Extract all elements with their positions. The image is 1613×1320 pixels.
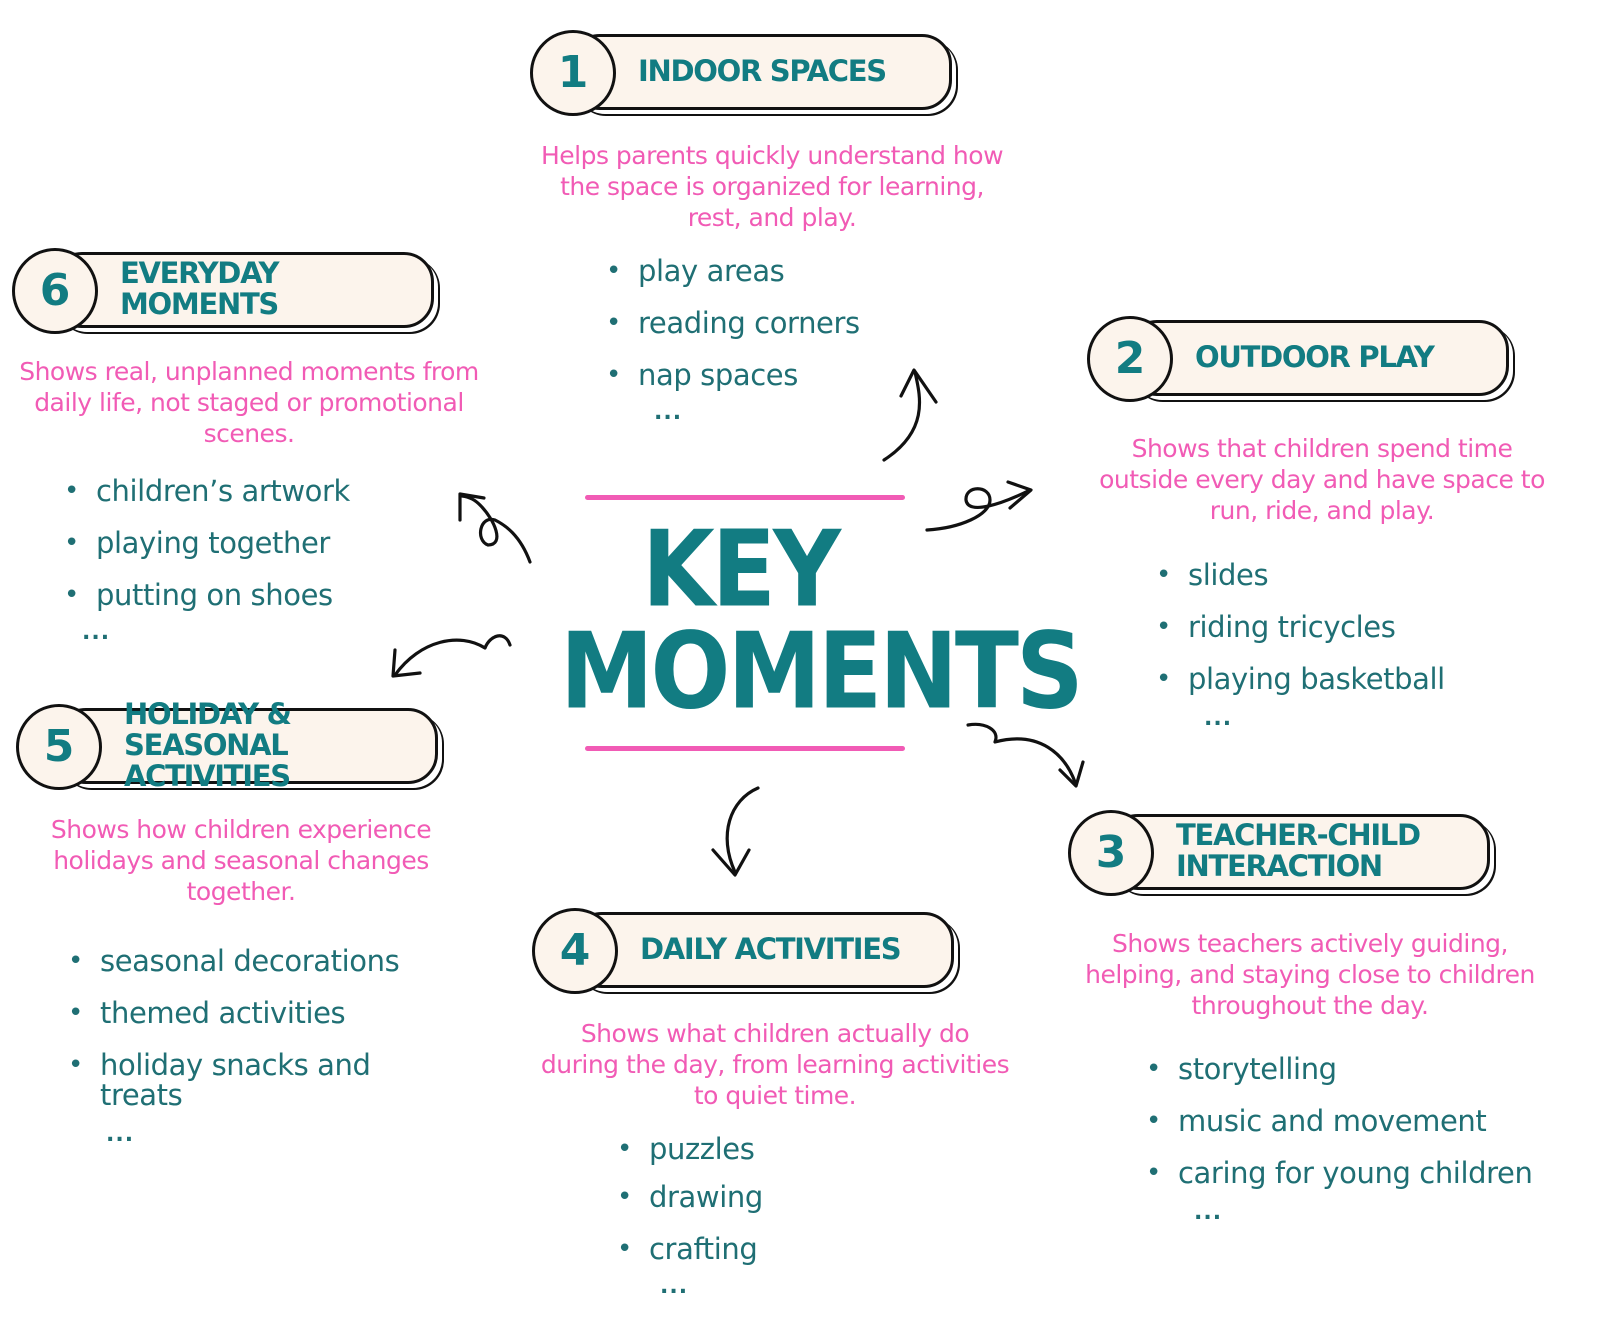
more-indicator: ... xyxy=(82,620,111,645)
list-item: music and movement xyxy=(1144,1106,1604,1136)
list-item: children’s artwork xyxy=(62,476,482,506)
topic-header: 4 DAILY ACTIVITIES xyxy=(532,906,954,994)
list-item: holiday snacks and treats xyxy=(66,1050,420,1110)
more-indicator: ... xyxy=(654,400,683,425)
topic-item-list: play areas reading corners nap spaces xyxy=(604,256,1024,390)
list-item: playing basketball xyxy=(1154,664,1574,694)
list-item: reading corners xyxy=(604,308,1024,338)
list-item: caring for young children xyxy=(1144,1158,1604,1188)
topic-description: Shows what children actually do during t… xyxy=(540,1019,1010,1110)
topic-heading: INDOOR SPACES xyxy=(638,53,887,88)
list-item: putting on shoes xyxy=(62,580,482,610)
list-item: slides xyxy=(1154,560,1574,590)
list-item: playing together xyxy=(62,528,482,558)
title-line-1: KEY xyxy=(641,509,841,632)
topic-item-list: storytelling music and movement caring f… xyxy=(1144,1054,1604,1188)
title-rule-bottom xyxy=(585,746,905,751)
topic-item-list: children’s artwork playing together putt… xyxy=(62,476,482,610)
list-item: puzzles xyxy=(615,1134,1035,1164)
list-item: drawing xyxy=(615,1182,1035,1212)
topic-number-badge: 5 xyxy=(16,704,102,790)
list-item: themed activities xyxy=(66,998,486,1028)
title-rule-top xyxy=(585,495,905,500)
topic-description: Helps parents quickly understand how the… xyxy=(540,141,1004,232)
title-line-2: MOMENTS xyxy=(560,611,1084,734)
topic-header: 1 INDOOR SPACES xyxy=(530,28,952,116)
topic-item-list: seasonal decorations themed activities h… xyxy=(66,946,486,1110)
topic-description: Shows how children experience holidays a… xyxy=(50,815,432,906)
topic-number-badge: 1 xyxy=(530,30,616,116)
arrow-to-holiday-seasonal xyxy=(393,634,512,677)
topic-number-badge: 3 xyxy=(1068,810,1154,896)
more-indicator: ... xyxy=(1204,706,1233,731)
central-title: KEY MOMENTS xyxy=(560,513,1084,729)
topic-item-list: slides riding tricycles playing basketba… xyxy=(1154,560,1574,694)
topic-heading: OUTDOOR PLAY xyxy=(1195,339,1435,374)
topic-heading: HOLIDAY & SEASONAL ACTIVITIES xyxy=(124,696,292,793)
topic-number-badge: 6 xyxy=(12,248,98,334)
more-indicator: ... xyxy=(106,1122,135,1147)
topic-description: Shows real, unplanned moments from daily… xyxy=(19,357,479,448)
topic-item-list: puzzles drawing crafting xyxy=(615,1134,1035,1264)
list-item: seasonal decorations xyxy=(66,946,486,976)
list-item: riding tricycles xyxy=(1154,612,1574,642)
topic-header: 2 OUTDOOR PLAY xyxy=(1087,314,1509,402)
list-item: play areas xyxy=(604,256,1024,286)
topic-heading: EVERYDAY MOMENTS xyxy=(120,256,279,321)
arrow-to-outdoor-play xyxy=(925,487,1032,532)
topic-description: Shows teachers actively guiding, helping… xyxy=(1085,929,1535,1020)
arrow-to-daily-activities xyxy=(725,786,760,874)
topic-number-badge: 2 xyxy=(1087,316,1173,402)
arrow-to-teacher-child xyxy=(966,722,1077,784)
list-item: nap spaces xyxy=(604,360,1024,390)
topic-heading: DAILY ACTIVITIES xyxy=(640,931,902,966)
topic-header: 3 TEACHER-CHILD INTERACTION xyxy=(1068,808,1490,896)
list-item: storytelling xyxy=(1144,1054,1604,1084)
more-indicator: ... xyxy=(1194,1200,1223,1225)
more-indicator: ... xyxy=(660,1274,689,1299)
topic-heading: TEACHER-CHILD INTERACTION xyxy=(1176,818,1421,883)
topic-header: 6 EVERYDAY MOMENTS xyxy=(12,246,434,334)
topic-header: 5 HOLIDAY & SEASONAL ACTIVITIES xyxy=(16,696,438,793)
list-item: crafting xyxy=(615,1234,1035,1264)
topic-description: Shows that children spend time outside e… xyxy=(1099,434,1545,525)
topic-number-badge: 4 xyxy=(532,908,618,994)
